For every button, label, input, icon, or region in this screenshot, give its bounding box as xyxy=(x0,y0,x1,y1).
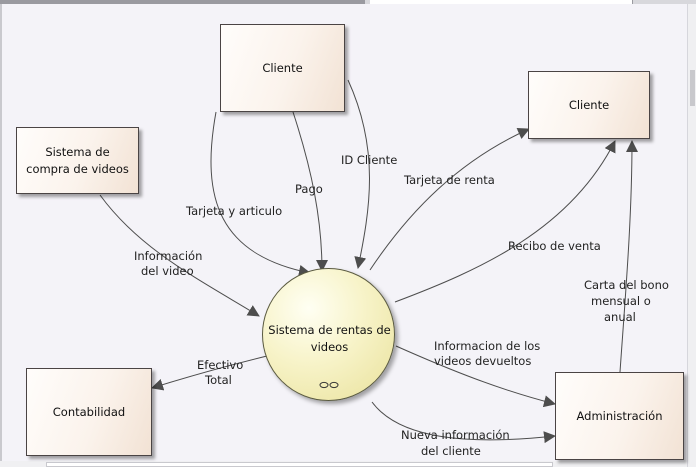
flow-nueva-info[interactable] xyxy=(371,401,556,444)
flow-efectivo[interactable] xyxy=(151,355,268,391)
tab-strip-active xyxy=(370,0,633,4)
label-recibo-venta: Recibo de venta xyxy=(508,239,601,253)
label-id-cliente: ID Cliente xyxy=(341,153,398,167)
left-border xyxy=(0,4,2,461)
entity-cliente-top-label: Cliente xyxy=(262,60,303,75)
flow-id-cliente[interactable] xyxy=(347,79,370,269)
vertical-scrollbar[interactable] xyxy=(687,4,696,467)
label-tarjeta-articulo: Tarjeta y articulo xyxy=(186,204,283,218)
link-icon xyxy=(319,381,339,389)
process-label: Sistema de rentas de videos xyxy=(268,323,391,354)
process-sistema-rentas[interactable]: Sistema de rentas de videos xyxy=(262,268,395,401)
label-carta-line1: Carta del bono xyxy=(584,278,669,292)
flow-info-devueltos[interactable] xyxy=(395,345,556,408)
label-nueva-line2: del cliente xyxy=(421,444,481,458)
label-info-video-line1: Información xyxy=(134,249,203,263)
flow-info-video[interactable] xyxy=(99,194,260,317)
entity-sistema-compra-label: Sistema de compra de videos xyxy=(26,144,129,176)
flow-tarjeta-renta[interactable] xyxy=(369,128,530,271)
tab-strip-inactive xyxy=(0,0,365,4)
label-efectivo-line2: Total xyxy=(205,373,232,387)
flow-recibo-venta[interactable] xyxy=(394,140,616,303)
entity-sistema-compra[interactable]: Sistema de compra de videos xyxy=(16,127,139,194)
label-tarjeta-renta: Tarjeta de renta xyxy=(404,173,495,187)
label-carta-line2: mensual o xyxy=(591,294,651,308)
flow-tarjeta-articulo[interactable] xyxy=(210,111,311,277)
label-efectivo-line1: Efectivo xyxy=(197,358,244,372)
entity-contabilidad[interactable]: Contabilidad xyxy=(26,368,152,456)
label-carta-line3: anual xyxy=(604,310,636,324)
entity-administracion-label: Administración xyxy=(576,408,663,423)
entity-cliente-right[interactable]: Cliente xyxy=(528,71,650,139)
label-devueltos-line1: Informacion de los xyxy=(434,339,541,353)
scrollbar-thumb[interactable] xyxy=(690,70,695,106)
flow-carta-bono[interactable] xyxy=(619,140,638,373)
label-devueltos-line2: videos devueltos xyxy=(434,354,532,368)
entity-contabilidad-label: Contabilidad xyxy=(52,404,126,419)
tab-strip xyxy=(0,0,696,4)
flow-pago[interactable] xyxy=(292,111,328,272)
entity-cliente-right-label: Cliente xyxy=(568,97,610,112)
label-pago: Pago xyxy=(295,182,323,196)
label-info-video-line2: del video xyxy=(141,264,194,278)
label-nueva-line1: Nueva información xyxy=(401,428,510,442)
entity-administracion[interactable]: Administración xyxy=(555,372,684,460)
entity-cliente-top[interactable]: Cliente xyxy=(220,24,345,112)
